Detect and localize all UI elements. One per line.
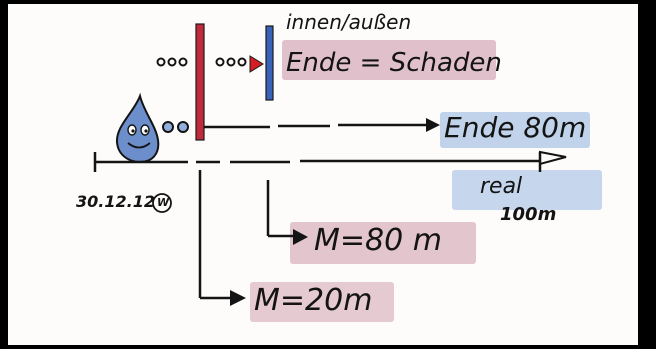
red-vertical-marker <box>195 23 205 141</box>
label-real: real <box>480 174 523 199</box>
label-inside-outside: innen/außen <box>286 10 412 34</box>
upper-line <box>204 123 432 129</box>
blue-vertical-marker <box>265 25 274 101</box>
arrow-to-m80 <box>266 180 296 238</box>
label-date: 30.12.12 <box>76 192 155 211</box>
arrowhead-icon <box>426 118 440 132</box>
label-end-damage: Ende = Schaden <box>286 48 502 78</box>
label-m-80: M=80 m <box>314 223 442 258</box>
label-m-20: M=20m <box>254 283 373 318</box>
label-end-80m: Ende 80m <box>444 111 587 144</box>
pink-highlight-m20 <box>250 282 394 322</box>
blue-circles-group <box>162 121 189 133</box>
blue-highlight-ende-80 <box>440 112 590 148</box>
highlight-washes <box>250 40 602 322</box>
pink-highlight-ende-schaden <box>282 40 496 80</box>
timeline-baseline <box>93 152 540 172</box>
arrow-to-m20 <box>198 170 234 300</box>
arrowhead-icon <box>230 290 246 306</box>
circles-group-right <box>215 57 247 67</box>
blue-highlight-real <box>452 170 602 210</box>
water-drop-character-icon <box>115 92 160 164</box>
circles-group-left <box>156 57 188 67</box>
arrowhead-icon <box>293 229 308 245</box>
label-real-distance: 100m <box>500 204 557 225</box>
date-badge-circle <box>152 193 172 213</box>
finish-flag-icon <box>538 150 567 172</box>
red-arrowhead-icon <box>249 55 264 73</box>
date-badge-letter: W <box>157 196 170 209</box>
pink-highlight-m80 <box>290 222 476 264</box>
